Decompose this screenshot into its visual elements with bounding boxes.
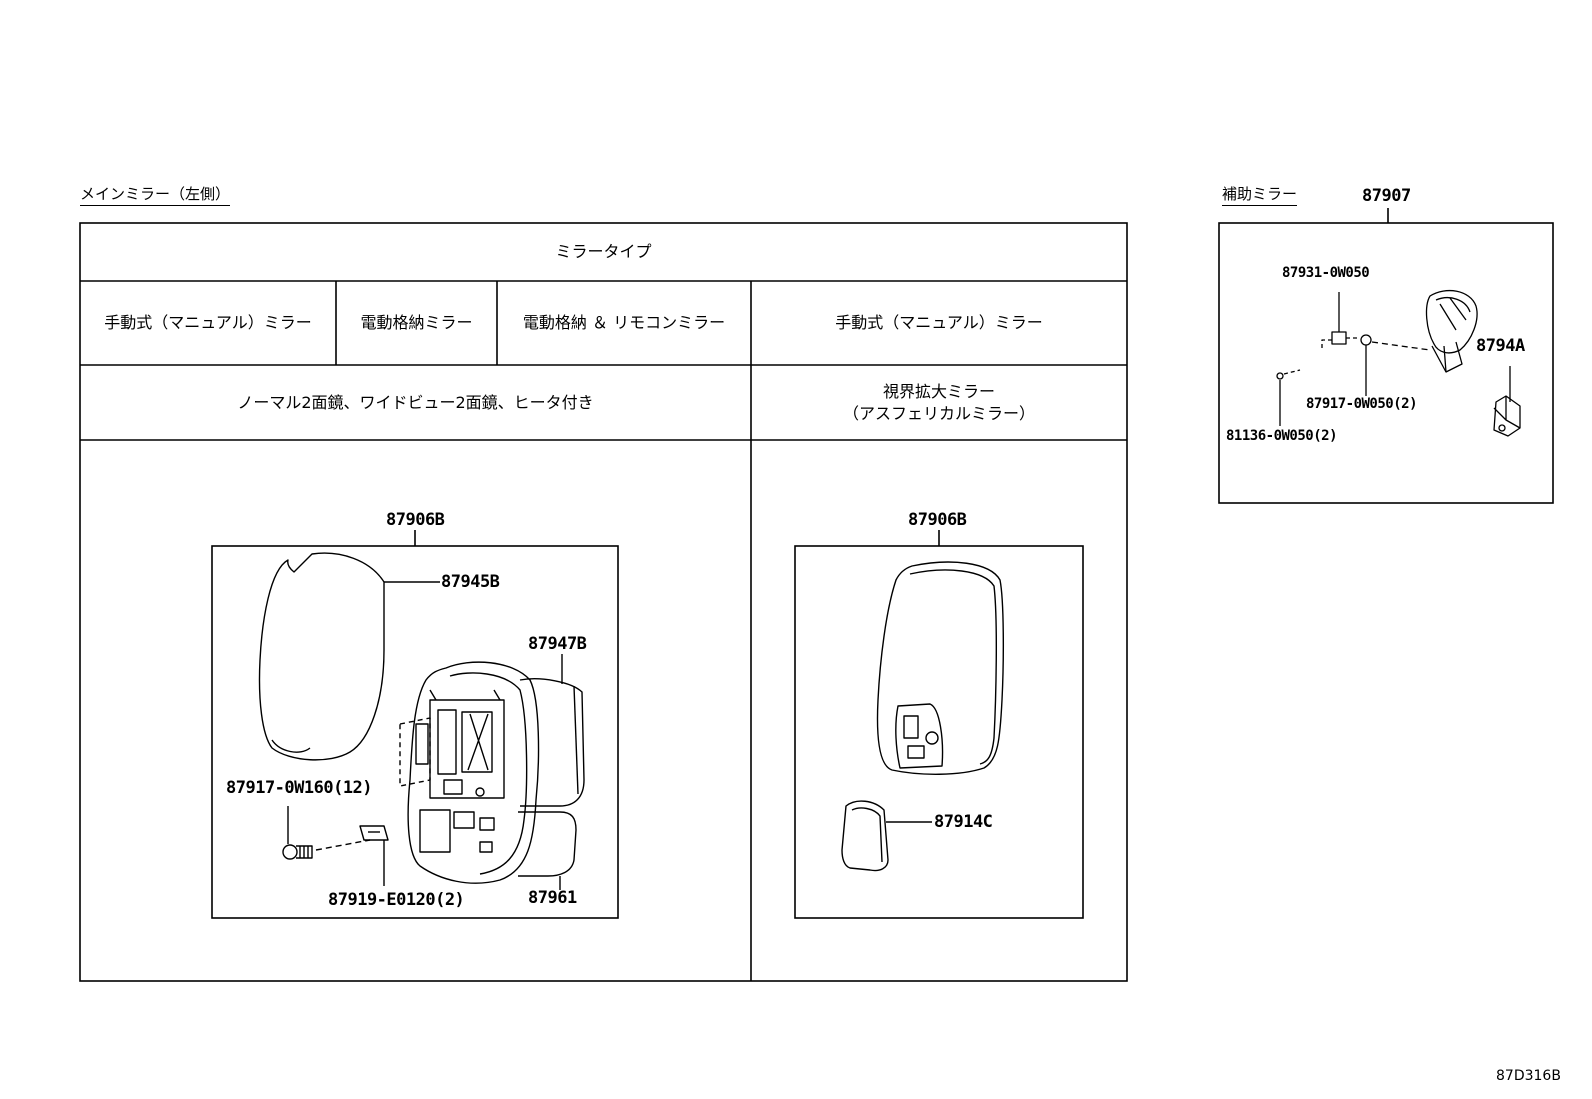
part-number-clip: 87919-E0120(2) [328, 890, 465, 910]
type-cell-power-folding-remote: 電動格納 ＆ リモコンミラー [522, 313, 726, 332]
part-number-aux-mirror: 87931-0W050 [1282, 265, 1370, 281]
type-cell-manual-right: 手動式（マニュアル）ミラー [835, 313, 1043, 332]
figure-code: 87D316B [1496, 1068, 1561, 1084]
part-number-aux-bracket: 8794A [1476, 336, 1525, 356]
part-number-aux-assembly: 87907 [1362, 186, 1411, 206]
part-number-cap: 87914C [934, 812, 993, 832]
part-number-aux-nut: 87917-0W050(2) [1306, 396, 1418, 412]
part-number-assembly-right: 87906B [908, 510, 967, 530]
part-number-aux-bolt: 81136-0W050(2) [1226, 428, 1338, 444]
main-mirror-heading: メインミラー（左側） [80, 183, 231, 206]
part-number-upper-cover: 87947B [528, 634, 587, 654]
table-header-mirror-type: ミラータイプ [555, 242, 652, 261]
part-number-mirror-glass: 87945B [441, 572, 500, 592]
desc-cell-left: ノーマル2面鏡、ワイドビュー2面鏡、ヒータ付き [237, 392, 594, 412]
aux-mirror-heading: 補助ミラー [1222, 183, 1298, 206]
desc-right-line2: （アスフェリカルミラー） [842, 403, 1035, 423]
part-number-lower-cover: 87961 [528, 888, 577, 908]
desc-right-line1: 視界拡大ミラー [882, 381, 995, 401]
desc-cell-right: 視界拡大ミラー （アスフェリカルミラー） [751, 365, 1127, 440]
part-number-screw: 87917-0W160(12) [226, 778, 373, 798]
type-cell-manual: 手動式（マニュアル）ミラー [104, 313, 312, 332]
part-number-assembly-left: 87906B [386, 510, 445, 530]
type-cell-power-folding: 電動格納ミラー [360, 313, 473, 332]
